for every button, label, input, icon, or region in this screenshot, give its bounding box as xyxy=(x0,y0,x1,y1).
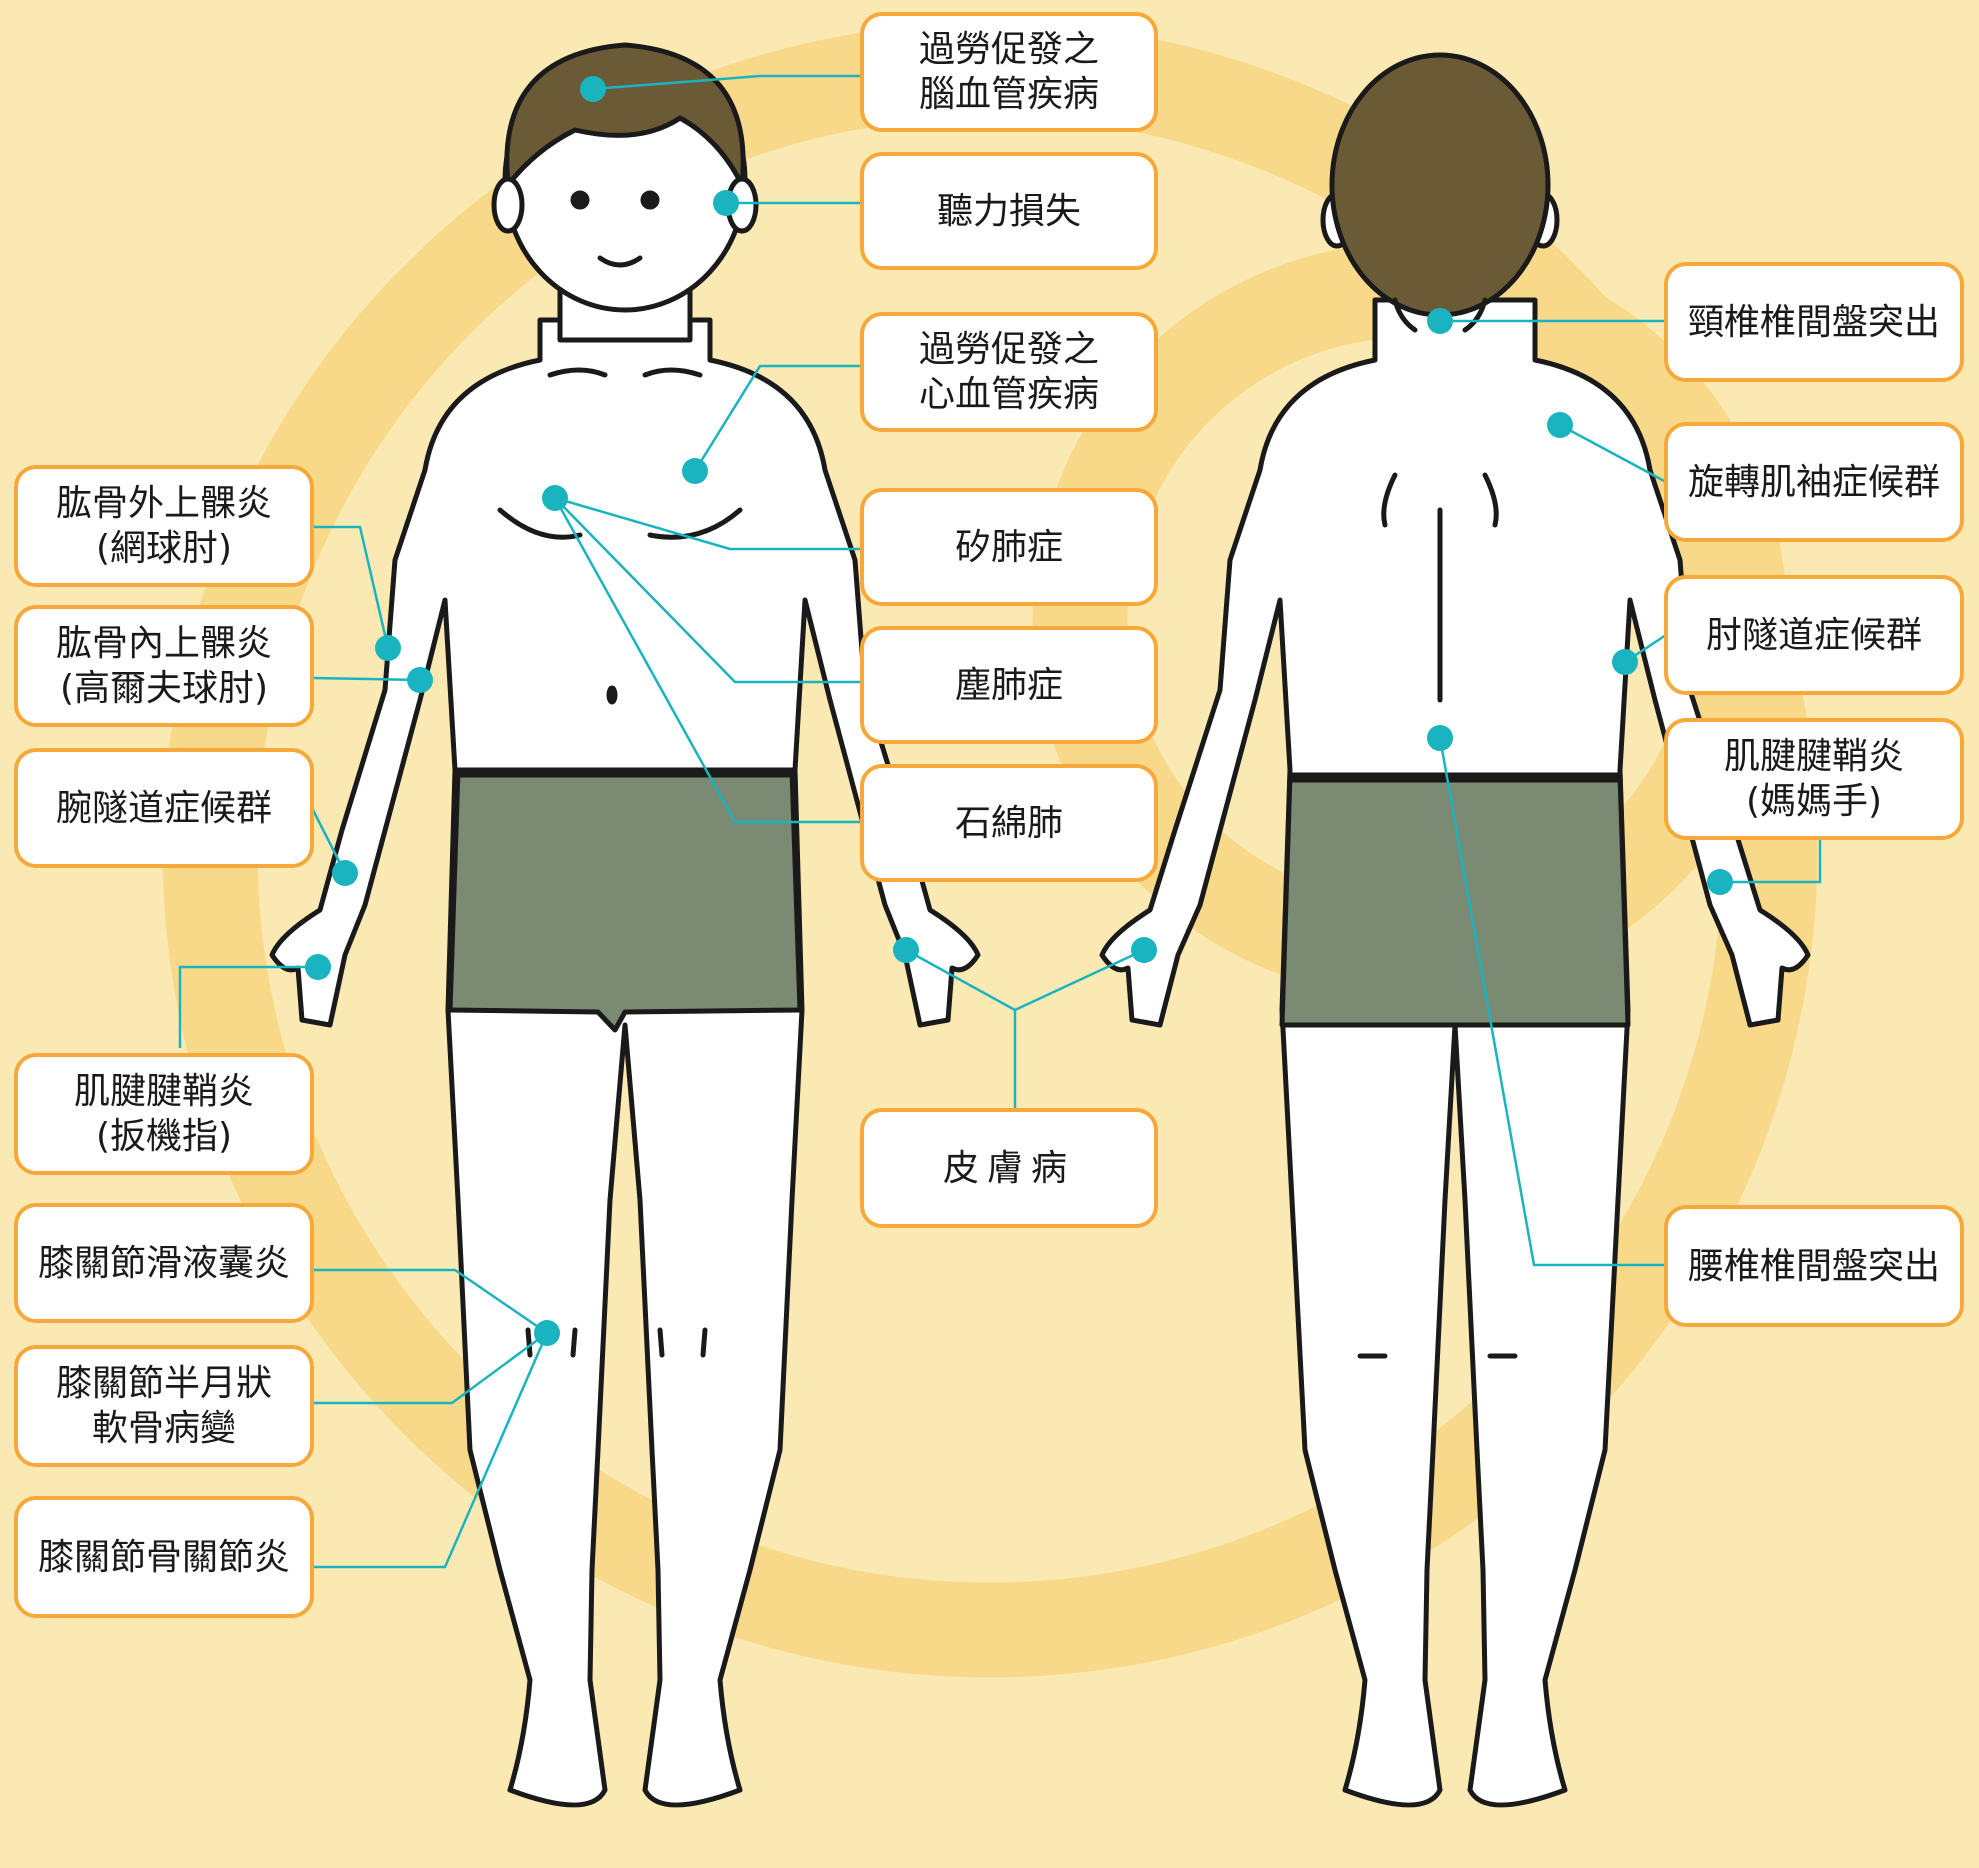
label-line: 過勞促發之 xyxy=(919,327,1099,372)
label-trigger-finger: 肌腱腱鞘炎 (扳機指) xyxy=(14,1053,314,1175)
label-line: 聽力損失 xyxy=(937,189,1081,234)
marker-shoulder xyxy=(1547,412,1573,438)
label-line: 旋轉肌袖症候群 xyxy=(1688,460,1940,505)
marker-back-left-hand xyxy=(1131,937,1157,963)
label-asbestosis: 石綿肺 xyxy=(860,764,1158,882)
label-carpal-tunnel: 腕隧道症候群 xyxy=(14,748,314,868)
label-line: 皮膚病 xyxy=(943,1146,1075,1191)
label-line: 軟骨病變 xyxy=(92,1406,236,1451)
label-line: 肱骨外上髁炎 xyxy=(56,481,272,526)
label-line: 膝關節滑液囊炎 xyxy=(38,1241,290,1286)
label-silicosis: 矽肺症 xyxy=(860,488,1158,606)
front-left-eye xyxy=(573,193,587,207)
leader-skin-back xyxy=(1015,950,1144,1010)
label-line: 塵肺症 xyxy=(955,663,1063,708)
marker-brain xyxy=(580,76,606,102)
label-medial-epicondylitis: 肱骨內上髁炎 (高爾夫球肘) xyxy=(14,605,314,727)
marker-left-wrist xyxy=(332,860,358,886)
label-overwork-cerebrovascular: 過勞促發之 腦血管疾病 xyxy=(860,12,1158,132)
marker-heart xyxy=(682,458,708,484)
label-lumbar-disc: 腰椎椎間盤突出 xyxy=(1664,1205,1964,1327)
label-line: (媽媽手) xyxy=(1746,779,1882,824)
label-line: 肌腱腱鞘炎 xyxy=(1724,734,1904,779)
label-line: 心血管疾病 xyxy=(919,372,1099,417)
label-cervical-disc: 頸椎椎間盤突出 xyxy=(1664,262,1964,382)
label-line: 腦血管疾病 xyxy=(919,72,1099,117)
label-line: 肱骨內上髁炎 xyxy=(56,621,272,666)
label-overwork-cardiovascular: 過勞促發之 心血管疾病 xyxy=(860,312,1158,432)
label-cubital-tunnel: 肘隧道症候群 xyxy=(1664,575,1964,695)
front-left-ear xyxy=(494,179,522,231)
label-skin-disease: 皮膚病 xyxy=(860,1108,1158,1228)
label-line: 肘隧道症候群 xyxy=(1706,613,1922,658)
label-knee-osteoarthritis: 膝關節骨關節炎 xyxy=(14,1496,314,1618)
label-lateral-epicondylitis: 肱骨外上髁炎 (網球肘) xyxy=(14,465,314,587)
back-shorts xyxy=(1282,775,1628,1025)
marker-knee xyxy=(534,1320,560,1346)
marker-back-wrist xyxy=(1707,869,1733,895)
label-knee-meniscus: 膝關節半月狀 軟骨病變 xyxy=(14,1345,314,1467)
label-line: 矽肺症 xyxy=(955,525,1063,570)
marker-left-elbow-medial xyxy=(407,667,433,693)
front-right-eye xyxy=(643,193,657,207)
label-rotator-cuff: 旋轉肌袖症候群 xyxy=(1664,422,1964,542)
marker-lower-back xyxy=(1427,725,1453,751)
label-line: (網球肘) xyxy=(96,526,232,571)
marker-front-right-hand xyxy=(893,937,919,963)
marker-back-elbow xyxy=(1612,649,1638,675)
marker-neck xyxy=(1427,308,1453,334)
label-line: 頸椎椎間盤突出 xyxy=(1688,300,1940,345)
label-line: 石綿肺 xyxy=(955,801,1063,846)
marker-left-elbow-lateral xyxy=(375,635,401,661)
label-hearing-loss: 聽力損失 xyxy=(860,152,1158,270)
label-line: 腕隧道症候群 xyxy=(56,786,272,831)
label-line: 膝關節骨關節炎 xyxy=(38,1535,290,1580)
label-line: 過勞促發之 xyxy=(919,27,1099,72)
marker-ear xyxy=(713,190,739,216)
label-line: (高爾夫球肘) xyxy=(60,666,268,711)
label-line: 膝關節半月狀 xyxy=(56,1361,272,1406)
label-line: 腰椎椎間盤突出 xyxy=(1688,1244,1940,1289)
label-pneumoconiosis: 塵肺症 xyxy=(860,626,1158,744)
marker-lung xyxy=(542,485,568,511)
label-de-quervain: 肌腱腱鞘炎 (媽媽手) xyxy=(1664,718,1964,840)
label-line: 肌腱腱鞘炎 xyxy=(74,1069,254,1114)
label-line: (扳機指) xyxy=(96,1114,232,1159)
back-head-hair xyxy=(1332,55,1548,315)
marker-left-finger xyxy=(305,954,331,980)
label-knee-bursitis: 膝關節滑液囊炎 xyxy=(14,1203,314,1323)
front-navel xyxy=(609,688,615,702)
front-shorts xyxy=(450,770,800,1030)
